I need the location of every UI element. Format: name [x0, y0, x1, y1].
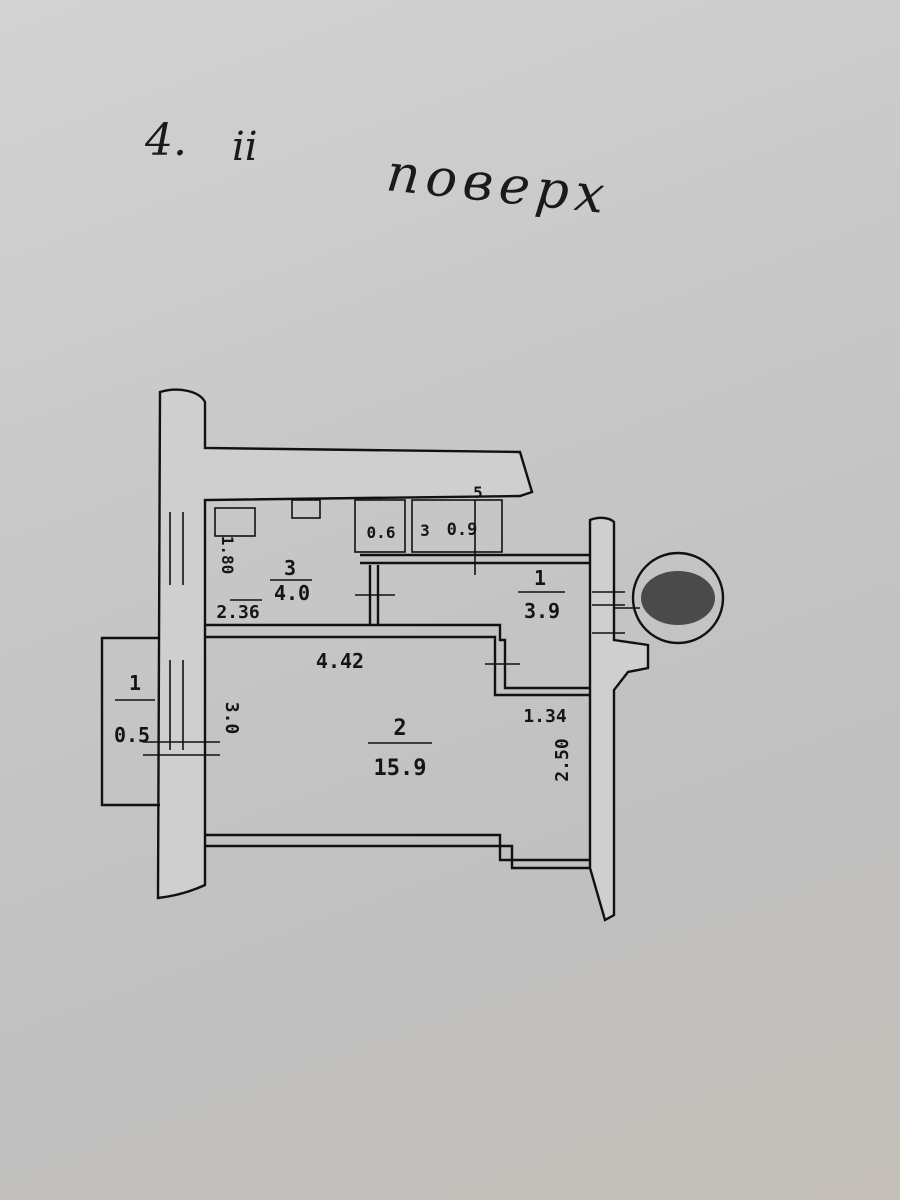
- bath-closet: [411, 499, 503, 553]
- plan-walls: [100, 388, 650, 922]
- wc-area: 0.6: [367, 523, 396, 542]
- room-1-area: 3.9: [524, 599, 560, 623]
- room-labels: 3 4.0 1 3.9 2 15.9 1 0.5 5 0.9 0.6 3: [114, 483, 565, 781]
- wc-label: 3: [420, 521, 430, 540]
- dim-corridor-depth: 2.50: [552, 738, 573, 781]
- dim-kitchen-width: 2.36: [216, 602, 259, 623]
- stove-fixture: [291, 499, 321, 519]
- wc-closet: [354, 499, 406, 553]
- balcony-id: 1: [129, 671, 141, 695]
- dim-hall-width: 4.42: [316, 649, 364, 673]
- room-2-area: 15.9: [374, 756, 427, 781]
- heading-suffix: ii: [232, 124, 258, 170]
- closet-5-area: 0.9: [447, 520, 478, 540]
- balcony-outline: [100, 636, 160, 807]
- room-2-id: 2: [393, 716, 406, 741]
- right-exterior-wall: [588, 516, 650, 922]
- left-exterior-wall: [156, 388, 534, 900]
- dim-main-depth: 3.0: [221, 702, 242, 735]
- heading-floor-word: поверх: [384, 143, 613, 226]
- room-3-area: 4.0: [274, 581, 310, 605]
- room-3-id: 3: [284, 556, 296, 580]
- heading-number: 4.: [144, 115, 187, 166]
- room-1-id: 1: [534, 566, 546, 590]
- balcony-area: 0.5: [114, 723, 150, 747]
- plan-heading: 4. ii поверх: [144, 115, 613, 226]
- dim-corridor-width: 1.34: [523, 706, 567, 727]
- redacted-stamp: [614, 551, 725, 645]
- dim-kitchen-depth: 1.80: [218, 536, 237, 575]
- dimension-labels: 4.42 2.36 1.80 3.0 1.34 2.50: [216, 536, 573, 782]
- closet-5-id: 5: [473, 483, 483, 502]
- sink-fixture: [214, 507, 256, 537]
- redaction-blob: [641, 571, 715, 625]
